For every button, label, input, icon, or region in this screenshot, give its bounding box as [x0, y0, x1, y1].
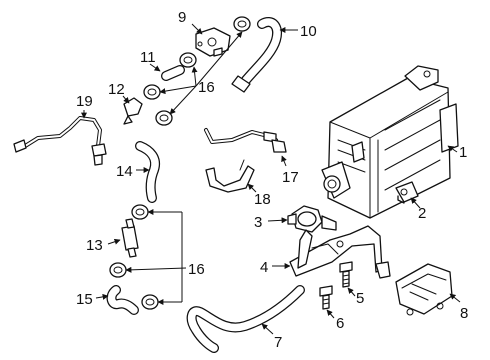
hose-clamp — [143, 84, 161, 100]
mounting-bracket — [289, 225, 391, 279]
callout-13: 13 — [86, 237, 103, 254]
callout-16-bottom: 16 — [188, 261, 205, 278]
callout-6: 6 — [336, 315, 344, 332]
callout-2: 2 — [418, 205, 426, 222]
hose-clamp — [141, 294, 159, 310]
hose-14 — [135, 141, 160, 203]
hose-clamp — [109, 262, 127, 278]
callout-17: 17 — [282, 169, 299, 186]
short-hose — [161, 65, 185, 81]
callout-16-top: 16 — [198, 79, 215, 96]
vent-valve — [195, 27, 231, 57]
callout-19: 19 — [76, 93, 93, 110]
retainer-bracket — [205, 159, 255, 193]
callout-9: 9 — [178, 9, 186, 26]
callout-12: 12 — [108, 81, 125, 98]
callout-8: 8 — [460, 305, 468, 322]
vapor-canister — [321, 65, 459, 219]
purge-valve — [287, 205, 337, 233]
callout-labels: 1 2 3 4 5 6 7 8 9 10 11 12 13 14 15 16 1… — [76, 9, 468, 351]
bolt-6 — [319, 285, 333, 310]
callout-5: 5 — [356, 290, 364, 307]
callout-15: 15 — [76, 291, 93, 308]
hose-15 — [106, 285, 139, 315]
hose-clamp — [131, 204, 149, 220]
callout-1: 1 — [459, 144, 467, 161]
hose-clamp-group-top — [143, 16, 251, 126]
oxygen-sensor — [13, 116, 107, 166]
callout-4: 4 — [260, 259, 268, 276]
hose-clamp — [233, 16, 251, 32]
canister-valve — [395, 181, 419, 204]
inline-filter — [121, 218, 139, 258]
vent-hose-lower — [186, 285, 305, 353]
filter-box — [395, 263, 453, 316]
callout-7: 7 — [274, 334, 282, 351]
leader-lines — [81, 23, 461, 335]
connector — [123, 97, 143, 125]
bolt-5 — [339, 261, 353, 288]
callout-14: 14 — [116, 163, 133, 180]
callout-11: 11 — [140, 49, 156, 66]
sensor-harness — [204, 128, 287, 153]
callout-3: 3 — [254, 214, 262, 231]
hose-clamp — [155, 110, 173, 126]
callout-10: 10 — [300, 23, 317, 40]
callout-18: 18 — [254, 191, 271, 208]
vent-hose-upper — [231, 17, 282, 93]
hose-clamp — [179, 52, 197, 68]
